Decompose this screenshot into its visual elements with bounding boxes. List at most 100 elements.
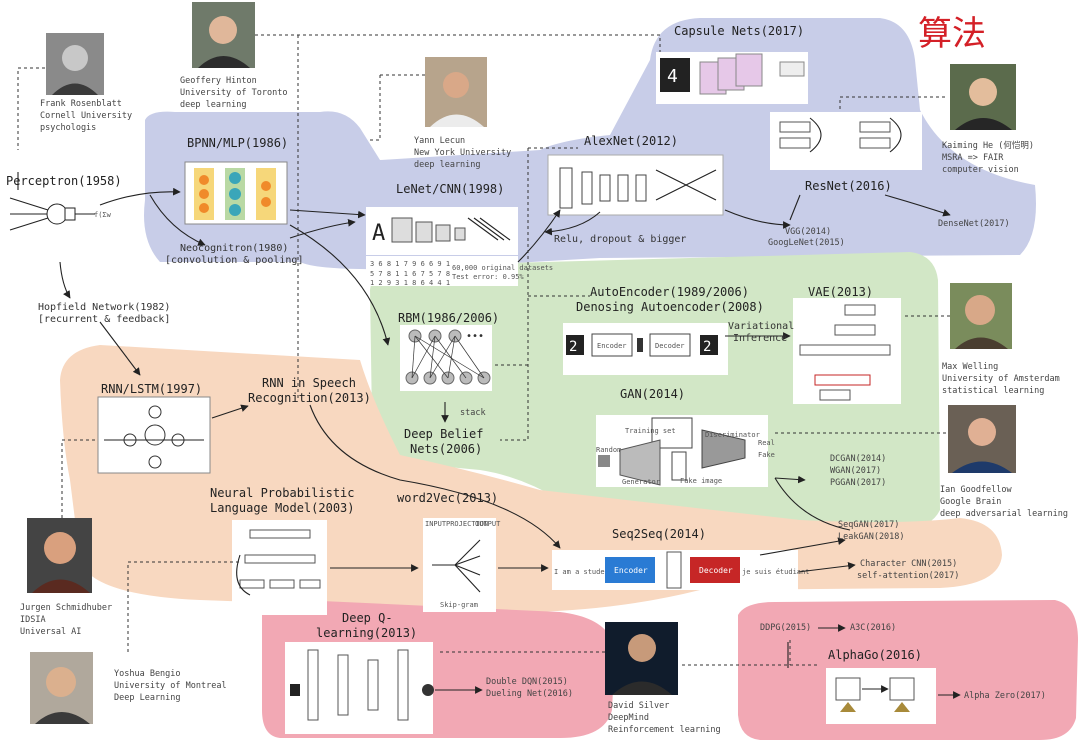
rnn-lstm-label: RNN/LSTM(1997) bbox=[101, 382, 202, 396]
seq2seq-label: Seq2Seq(2014) bbox=[612, 527, 706, 541]
variational-label-1: Variational bbox=[728, 321, 794, 332]
svg-text:je suis étudiant: je suis étudiant bbox=[742, 568, 809, 576]
svg-text:OUTPUT: OUTPUT bbox=[475, 520, 501, 528]
gan-label: GAN(2014) bbox=[620, 387, 685, 401]
svg-text:Ian Goodfellow: Ian Goodfellow bbox=[940, 485, 1013, 495]
bengio-caption: Yoshua Bengio University of Montreal Dee… bbox=[114, 669, 227, 703]
leakgan-label: LeakGAN(2018) bbox=[838, 532, 905, 542]
silver-portrait bbox=[605, 622, 678, 695]
rosenblatt-portrait bbox=[46, 33, 104, 95]
selfattn-label: self-attention(2017) bbox=[857, 571, 959, 581]
svg-text:University of Montreal: University of Montreal bbox=[114, 681, 227, 691]
alphazero-label: Alpha Zero(2017) bbox=[964, 691, 1046, 701]
rbm-diagram: ••• bbox=[400, 325, 492, 391]
rosenblatt-caption: Frank Rosenblatt Cornell University psyc… bbox=[40, 99, 132, 133]
word2vec-diagram: INPUT PROJECTION OUTPUT Skip-gram bbox=[423, 518, 501, 612]
svg-text:Yann Lecun: Yann Lecun bbox=[414, 136, 465, 146]
svg-text:Frank Rosenblatt: Frank Rosenblatt bbox=[40, 99, 122, 109]
svg-text:deep learning: deep learning bbox=[180, 100, 247, 110]
blue-region bbox=[144, 18, 1036, 270]
goodfellow-caption: Ian Goodfellow Google Brain deep adversa… bbox=[940, 485, 1068, 519]
schmidhuber-caption: Jurgen Schmidhuber IDSIA Universal AI bbox=[20, 603, 112, 637]
svg-text:I am a student: I am a student bbox=[554, 568, 613, 576]
googlenet-label: GoogLeNet(2015) bbox=[768, 238, 845, 248]
svg-text:4: 4 bbox=[667, 66, 678, 87]
svg-text:psychologis: psychologis bbox=[40, 123, 96, 133]
svg-text:Skip-gram: Skip-gram bbox=[440, 601, 478, 609]
dueling-label: Dueling Net(2016) bbox=[486, 689, 573, 699]
perceptron-label: Perceptron(1958) bbox=[6, 174, 122, 188]
welling-portrait bbox=[950, 283, 1012, 349]
connectors bbox=[17, 172, 961, 699]
svg-text:Google Brain: Google Brain bbox=[940, 497, 1001, 507]
svg-text:•••: ••• bbox=[466, 331, 484, 342]
svg-text:Real: Real bbox=[758, 439, 775, 447]
lenet-label: LeNet/CNN(1998) bbox=[396, 182, 504, 196]
lecun-caption: Yann Lecun New York University deep lear… bbox=[414, 136, 511, 170]
dqn-label-1: Deep Q- bbox=[342, 611, 393, 625]
doubledqn-label: Double DQN(2015) bbox=[486, 677, 568, 687]
silver-caption: David Silver DeepMind Reinforcement lear… bbox=[608, 701, 721, 735]
page-title: 算法 bbox=[918, 14, 986, 54]
svg-text:Discriminator: Discriminator bbox=[705, 431, 760, 439]
alexnet-note: Relu, dropout & bigger bbox=[554, 234, 686, 245]
rbm-label: RBM(1986/2006) bbox=[398, 311, 499, 325]
svg-text:Generator: Generator bbox=[622, 478, 660, 486]
svg-text:MSRA => FAIR: MSRA => FAIR bbox=[942, 153, 1004, 163]
dqn-diagram bbox=[285, 642, 434, 734]
svg-text:Fake: Fake bbox=[758, 451, 775, 459]
svg-text:Jurgen Schmidhuber: Jurgen Schmidhuber bbox=[20, 603, 112, 613]
alphago-diagram bbox=[826, 668, 936, 724]
he-portrait bbox=[950, 64, 1016, 130]
svg-text:INPUT: INPUT bbox=[425, 520, 447, 528]
autoencoder-label: AutoEncoder(1989/2006) bbox=[590, 285, 749, 299]
a3c-label: A3C(2016) bbox=[850, 623, 896, 633]
svg-text:IDSIA: IDSIA bbox=[20, 615, 46, 625]
svg-text:deep adversarial learning: deep adversarial learning bbox=[940, 509, 1068, 519]
variational-label-2: Inference bbox=[733, 333, 787, 344]
seqgan-label: SeqGAN(2017) bbox=[838, 520, 899, 530]
ddpg-label: DDPG(2015) bbox=[760, 623, 811, 633]
svg-text:New York University: New York University bbox=[414, 148, 511, 158]
nplm-diagram bbox=[232, 520, 327, 615]
svg-text:60,000 original datasets: 60,000 original datasets bbox=[452, 264, 553, 272]
svg-text:Cornell University: Cornell University bbox=[40, 111, 132, 121]
capsule-label: Capsule Nets(2017) bbox=[674, 24, 804, 38]
svg-text:A: A bbox=[372, 221, 385, 246]
svg-text:Encoder: Encoder bbox=[614, 566, 648, 575]
lstm-diagram bbox=[97, 396, 211, 474]
svg-text:Decoder: Decoder bbox=[699, 566, 733, 575]
svg-text:1 2 9 3 1 8 6 4 4 1: 1 2 9 3 1 8 6 4 4 1 bbox=[370, 279, 450, 287]
dqn-label-2: learning(2013) bbox=[316, 626, 417, 640]
wgan-label: WGAN(2017) bbox=[830, 466, 881, 476]
lenet-diagram: A 3 6 8 1 7 9 6 6 9 1 5 7 8 1 1 6 7 5 7 … bbox=[366, 207, 553, 287]
pggan-label: PGGAN(2017) bbox=[830, 478, 886, 488]
alexnet-diagram bbox=[547, 154, 724, 216]
svg-text:DeepMind: DeepMind bbox=[608, 713, 649, 723]
alexnet-label: AlexNet(2012) bbox=[584, 134, 678, 148]
dashed-connectors bbox=[17, 34, 950, 666]
vgg-label: VGG(2014) bbox=[785, 227, 831, 237]
hopfield-label: Hopfield Network(1982) bbox=[38, 302, 170, 313]
welling-caption: Max Welling University of Amsterdam stat… bbox=[942, 362, 1060, 396]
word2vec-label: word2Vec(2013) bbox=[397, 491, 498, 505]
svg-text:Test error: 0.95%: Test error: 0.95% bbox=[452, 273, 524, 281]
svg-text:Fake image: Fake image bbox=[680, 477, 722, 485]
schmidhuber-portrait bbox=[27, 518, 92, 593]
charcnn-label: Character CNN(2015) bbox=[860, 559, 957, 569]
bpnn-label: BPNN/MLP(1986) bbox=[187, 136, 288, 150]
denoising-label: Denosing Autoencoder(2008) bbox=[576, 300, 764, 314]
rnn-speech-label-1: RNN in Speech bbox=[262, 376, 356, 390]
he-caption: Kaiming He (何恺明) MSRA => FAIR computer v… bbox=[942, 140, 1034, 175]
svg-text:Decoder: Decoder bbox=[655, 342, 685, 350]
svg-text:Universal AI: Universal AI bbox=[20, 627, 81, 637]
svg-text:Max Welling: Max Welling bbox=[942, 362, 998, 372]
hopfield-note: [recurrent & feedback] bbox=[38, 314, 170, 325]
svg-text:PROJECTION: PROJECTION bbox=[446, 520, 488, 528]
alphago-label: AlphaGo(2016) bbox=[828, 648, 922, 662]
svg-text:Kaiming He (何恺明): Kaiming He (何恺明) bbox=[942, 140, 1034, 151]
densenet-label: DenseNet(2017) bbox=[938, 219, 1010, 229]
svg-text:Training set: Training set bbox=[625, 427, 676, 435]
svg-text:5 7 8 1 1 6 7 5 7 8: 5 7 8 1 1 6 7 5 7 8 bbox=[370, 270, 450, 278]
